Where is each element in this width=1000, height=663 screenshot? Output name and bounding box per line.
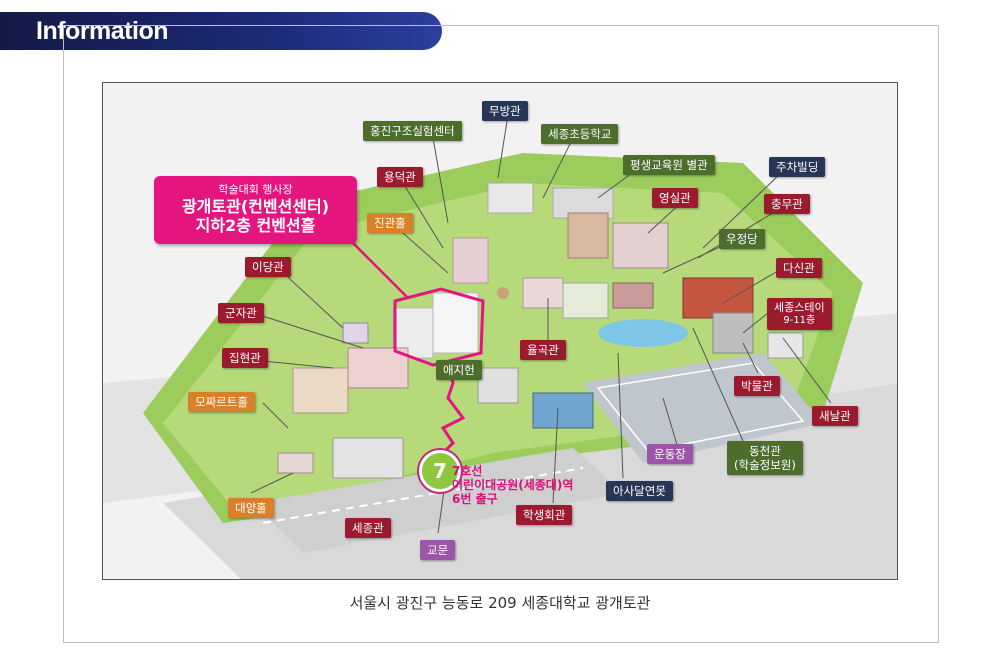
- venue-callout: 학술대회 행사장 광개토관(컨벤션센터) 지하2층 컨벤션홀: [154, 176, 357, 244]
- label-idang: 이당관: [245, 257, 291, 277]
- label-aejihyeon: 애지헌: [436, 360, 482, 380]
- label-sejong-stay-floor: 9-11층: [783, 315, 816, 326]
- venue-line2: 지하2층 컨벤션홀: [195, 216, 316, 235]
- asadal-pond: [598, 319, 688, 347]
- subway-station-info: 7호선 어린이대공원(세종대)역 6번 출구: [452, 464, 573, 506]
- label-yeongsil: 영실관: [652, 188, 698, 208]
- label-dongcheon: 동천관 (학술정보원): [727, 441, 803, 475]
- label-sejong-stay: 세종스테이 9-11층: [767, 298, 832, 330]
- label-sejong-elem: 세종초등학교: [541, 124, 619, 144]
- label-chungmu: 충무관: [764, 194, 810, 214]
- label-dongcheon-sub: (학술정보원): [734, 458, 796, 472]
- label-yongdeok: 용덕관: [377, 167, 423, 187]
- label-mozart: 모짜르트홀: [188, 392, 255, 412]
- content-panel: [63, 25, 939, 643]
- label-sejonggwan: 세종관: [345, 518, 391, 538]
- label-yulgok: 율곡관: [520, 340, 566, 360]
- subway-station-name: 어린이대공원(세종대)역: [452, 478, 574, 492]
- venue-outline: [393, 287, 485, 367]
- subway-line-badge: 7: [419, 450, 461, 492]
- address-caption: 서울시 광진구 능동로 209 세종대학교 광개토관: [349, 594, 651, 612]
- subway-exit: 6번 출구: [452, 492, 498, 506]
- header-bar: [0, 12, 442, 50]
- label-sejong-stay-name: 세종스테이: [774, 301, 825, 314]
- label-daeyang: 대양홀: [228, 498, 274, 518]
- label-jiphyeon: 집현관: [222, 348, 268, 368]
- label-asadal: 아사달연못: [606, 481, 673, 501]
- label-mubang: 무방관: [482, 101, 528, 121]
- label-playground: 운동장: [647, 444, 693, 464]
- label-dongcheon-name: 동천관: [749, 444, 781, 458]
- label-hongjingu: 홍진구조실험센터: [363, 121, 462, 141]
- subway-line-name: 7호선: [452, 464, 483, 478]
- label-student: 학생회관: [516, 505, 573, 525]
- label-jingwan: 진관홀: [367, 213, 413, 233]
- label-parking: 주차빌딩: [769, 157, 826, 177]
- label-saenal: 새날관: [812, 406, 858, 426]
- label-ujeong: 우정당: [719, 229, 765, 249]
- buildings: [277, 182, 804, 479]
- walking-route: [436, 360, 466, 460]
- label-gunja: 군자관: [218, 303, 264, 323]
- venue-subtitle: 학술대회 행사장: [218, 183, 293, 196]
- label-dasin: 다신관: [776, 258, 822, 278]
- label-museum: 박물관: [734, 376, 780, 396]
- label-gate: 교문: [420, 540, 456, 560]
- label-pyeongsaeng: 평생교육원 별관: [623, 155, 715, 175]
- page-title: Information: [36, 17, 169, 45]
- venue-line1: 광개토관(컨벤션센터): [181, 197, 330, 216]
